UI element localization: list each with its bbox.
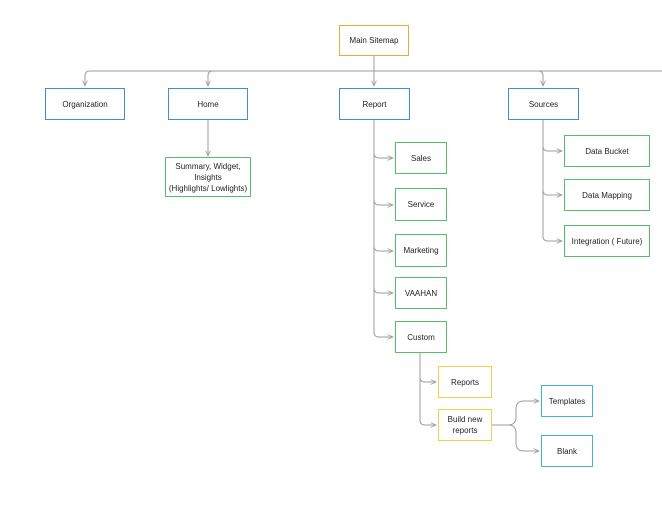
connector-root-organization <box>85 70 91 86</box>
node-label: Home <box>197 99 219 109</box>
connector-report-service <box>373 199 393 205</box>
node-organization[interactable]: Organization <box>45 88 125 120</box>
connector-sources-datamapping <box>542 189 562 195</box>
node-label-line-1: Summary, Widget, <box>175 161 241 171</box>
node-label: Main Sitemap <box>349 36 399 45</box>
node-sources[interactable]: Sources <box>508 88 579 120</box>
node-custom[interactable]: Custom <box>395 321 447 353</box>
node-vaahan[interactable]: VAAHAN <box>395 277 447 309</box>
node-label: Marketing <box>403 246 439 255</box>
node-blank[interactable]: Blank <box>541 435 593 467</box>
node-label: Data Mapping <box>582 190 632 200</box>
node-label-line-3: (Highlights/ Lowlights) <box>168 183 248 193</box>
connector-custom-trunk <box>419 353 426 426</box>
node-label: Blank <box>556 446 577 456</box>
connector-report-trunk <box>373 120 380 338</box>
connector-sources-trunk <box>542 120 549 242</box>
node-data-bucket[interactable]: Data Bucket <box>564 135 650 167</box>
node-sales[interactable]: Sales <box>395 142 447 174</box>
node-label: Report <box>362 99 387 109</box>
node-marketing[interactable]: Marketing <box>395 234 447 267</box>
node-label-line-1: Build new <box>447 415 483 424</box>
connector-build-blank <box>507 424 539 451</box>
connector-root-home <box>208 70 214 86</box>
connector-report-sales <box>373 152 393 158</box>
node-label-line-2: Insights <box>194 172 222 182</box>
node-label: Data Bucket <box>585 146 629 156</box>
node-label: Sales <box>410 153 431 163</box>
node-home[interactable]: Home <box>168 88 248 120</box>
node-reports[interactable]: Reports <box>438 366 492 398</box>
connector-custom-reports <box>419 376 436 382</box>
connector-build-templates <box>492 401 539 426</box>
node-home-summary[interactable]: Summary, Widget, Insights (Highlights/ L… <box>165 157 251 197</box>
node-report[interactable]: Report <box>339 88 410 120</box>
connector-root-sources <box>537 70 543 86</box>
connector-report-vaahan <box>373 287 393 293</box>
connector-report-marketing <box>373 245 393 251</box>
node-integration[interactable]: Integration ( Future) <box>564 225 650 257</box>
node-templates[interactable]: Templates <box>541 385 593 417</box>
node-data-mapping[interactable]: Data Mapping <box>564 179 650 211</box>
node-label: VAAHAN <box>404 288 438 298</box>
node-label: Service <box>407 200 435 209</box>
node-label: Integration ( Future) <box>571 236 643 246</box>
node-label: Custom <box>407 332 435 342</box>
node-build-new-reports[interactable]: Build new reports <box>438 409 492 441</box>
node-label: Organization <box>62 99 108 109</box>
node-label-line-2: reports <box>452 426 478 435</box>
node-label: Templates <box>548 396 586 406</box>
node-label: Reports <box>450 377 479 387</box>
node-label: Sources <box>528 99 559 109</box>
node-main-sitemap[interactable]: Main Sitemap <box>339 25 409 56</box>
connector-sources-databucket <box>542 145 562 151</box>
node-service[interactable]: Service <box>395 188 447 221</box>
